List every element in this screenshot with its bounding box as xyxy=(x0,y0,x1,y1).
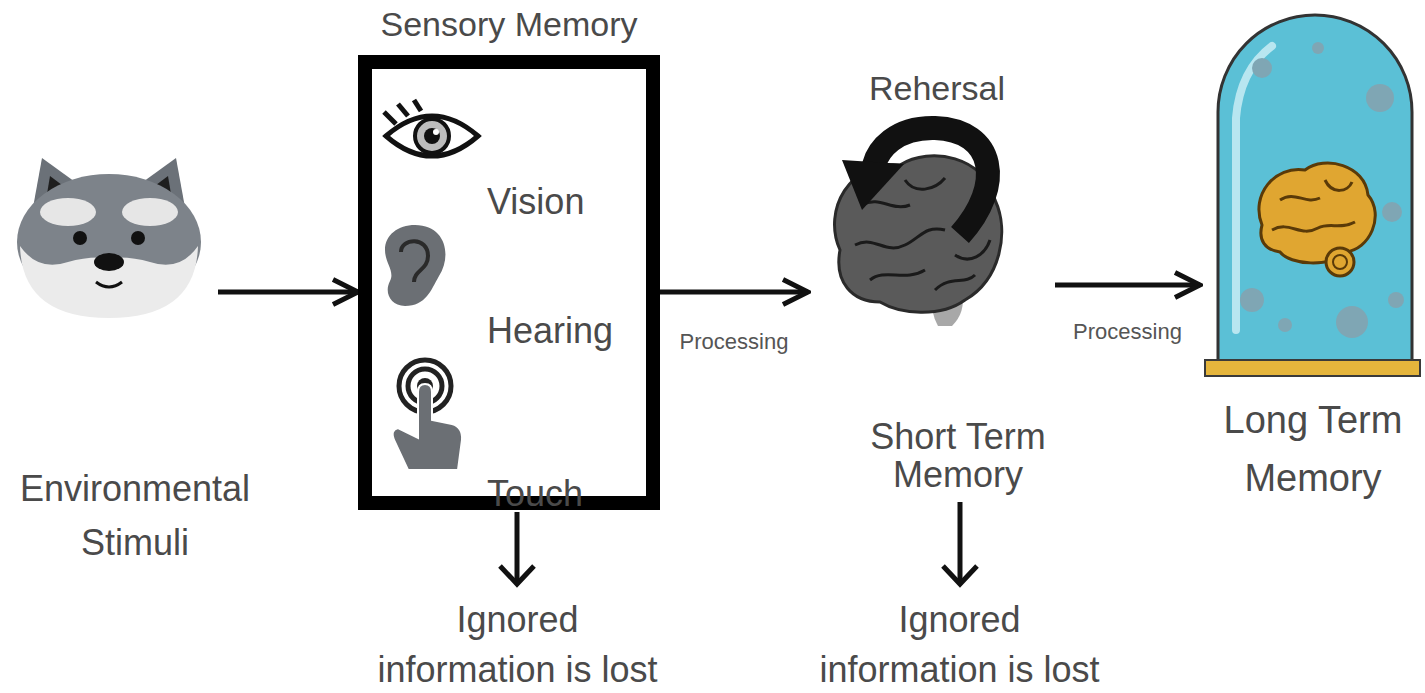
bell-jar-icon xyxy=(1205,15,1420,376)
bell-jar-icon xyxy=(1252,58,1272,78)
bell-jar-icon xyxy=(1280,196,1320,200)
box-heading: Sensory Memory xyxy=(358,2,660,46)
dog-icon xyxy=(122,198,178,226)
dog-icon xyxy=(94,253,124,271)
dog-icon xyxy=(131,231,145,245)
touch-icon xyxy=(393,360,462,470)
bell-jar-icon xyxy=(1326,248,1354,276)
rehearsal-loop-arrow xyxy=(842,160,904,210)
bell-jar-icon xyxy=(1366,84,1394,112)
loss-arrow xyxy=(958,502,963,584)
loss-arrow xyxy=(943,566,977,584)
bell-jar-icon xyxy=(1388,292,1404,308)
sense-label: Touch xyxy=(487,472,642,516)
dog-icon xyxy=(40,198,96,226)
ear-icon xyxy=(385,225,445,306)
bell-jar-icon xyxy=(1325,180,1352,190)
note-text: Ignored information is lost xyxy=(817,595,1102,693)
ear-icon xyxy=(401,241,428,282)
touch-icon xyxy=(393,384,462,470)
node-caption: Environmental Stimuli xyxy=(0,462,270,570)
rehearsal-loop-arrow xyxy=(842,128,988,235)
bell-jar-icon xyxy=(1259,163,1375,263)
flow-arrow xyxy=(218,290,358,295)
bell-jar-icon xyxy=(1336,306,1368,338)
node-caption: Long Term Memory xyxy=(1208,391,1418,507)
eye-icon xyxy=(398,104,408,116)
bell-jar-icon xyxy=(1333,255,1347,269)
bell-jar-icon xyxy=(1218,15,1412,362)
dog-icon xyxy=(73,231,87,245)
memory-box: Sensory MemoryVisionHearingTouch xyxy=(358,55,660,510)
brain-icon xyxy=(905,178,945,189)
bell-jar-icon xyxy=(1240,288,1264,312)
eye-icon xyxy=(386,116,478,156)
brain-icon xyxy=(870,270,925,280)
memory-figure: Long Term Memory xyxy=(1200,15,1420,377)
loss-arrow xyxy=(515,512,520,584)
bell-jar-icon xyxy=(1272,222,1355,231)
dog-icon xyxy=(20,246,198,318)
loss-arrow xyxy=(943,502,977,584)
rehearsal-loop-arrow xyxy=(874,128,988,235)
flow-arrow xyxy=(1055,283,1200,288)
eye-icon xyxy=(424,128,440,144)
dog-icon xyxy=(96,282,122,287)
ear-icon xyxy=(385,225,445,306)
stimulus-figure: Environmental Stimuli xyxy=(0,155,218,315)
loss-arrow xyxy=(500,512,534,584)
eye-icon xyxy=(384,112,396,124)
sense-label: Vision xyxy=(487,180,642,224)
loop-label: Rehersal xyxy=(837,68,1037,108)
memory-figure: Short Term Memory xyxy=(808,150,1055,325)
brain-icon xyxy=(862,202,910,207)
edge-label: Processing xyxy=(659,328,809,356)
eye-icon xyxy=(433,129,439,135)
flow-arrow xyxy=(660,290,808,295)
eye-icon xyxy=(384,100,478,156)
bell-jar-icon xyxy=(1278,318,1292,332)
node-caption: Short Term Memory xyxy=(848,418,1068,494)
brain-icon xyxy=(935,275,975,290)
bell-jar-icon xyxy=(1205,360,1420,376)
dog-icon xyxy=(17,158,201,318)
bell-jar-icon xyxy=(1312,42,1324,54)
brain-icon xyxy=(955,240,990,259)
eye-icon xyxy=(415,119,449,153)
loss-arrow xyxy=(500,566,534,584)
sense-label: Hearing xyxy=(487,309,642,353)
brain-icon xyxy=(855,229,945,248)
edge-label: Processing xyxy=(1053,318,1203,346)
note-text: Ignored information is lost xyxy=(375,595,660,693)
eye-icon xyxy=(414,100,421,111)
bell-jar-icon xyxy=(1382,202,1402,222)
